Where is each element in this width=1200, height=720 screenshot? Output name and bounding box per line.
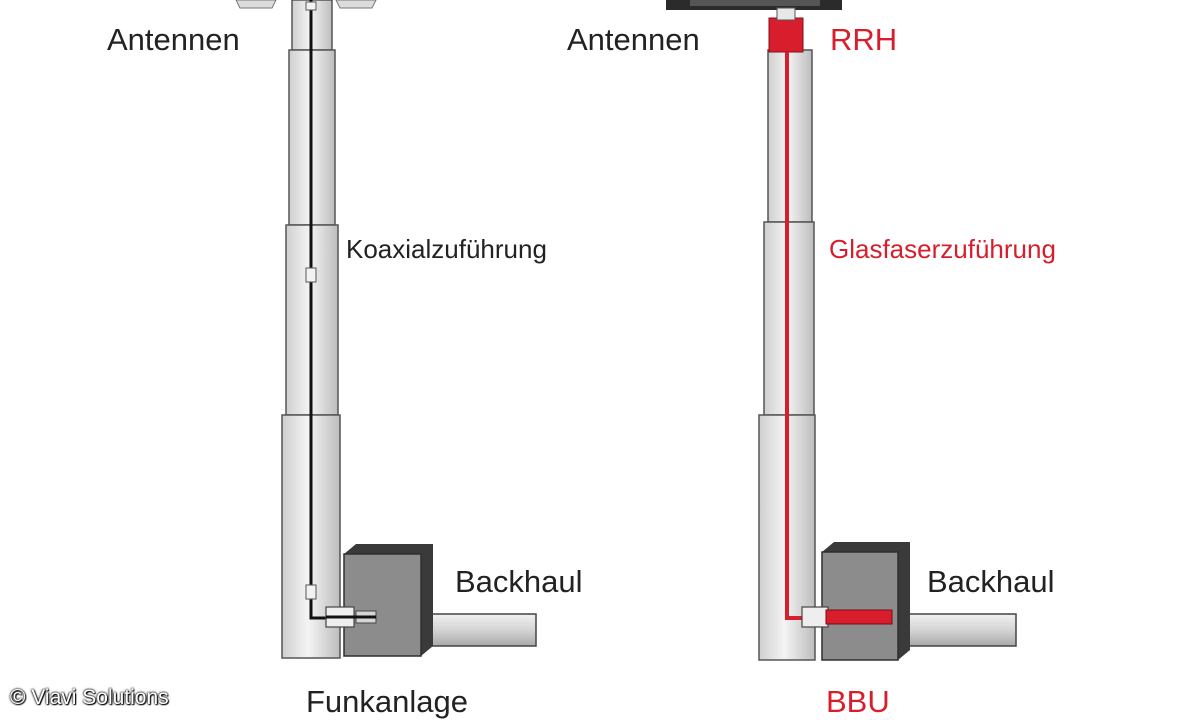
left-backhaul-pipe <box>419 613 537 647</box>
right-fiber-inside <box>825 609 893 625</box>
right-backhaul-pipe <box>897 613 1017 647</box>
right-bbu-box <box>821 542 910 661</box>
left-antenna-icon <box>235 0 377 9</box>
right-feed-label: Glasfaserzuführung <box>829 234 1056 264</box>
right-backhaul-label: Backhaul <box>927 564 1055 599</box>
right-tower <box>666 0 1017 661</box>
right-antennen-label: Antennen <box>567 22 700 57</box>
rrh-mount <box>776 7 796 21</box>
right-fiber-entry <box>801 606 829 628</box>
image-credit: © Viavi Solutions <box>10 686 169 709</box>
rrh-unit <box>768 17 804 53</box>
right-antenna-icon <box>666 0 842 10</box>
left-connector-mid <box>305 267 317 283</box>
left-antennen-label: Antennen <box>107 22 240 57</box>
left-tower <box>235 0 537 659</box>
left-radio-box <box>343 544 433 657</box>
bbu-label: BBU <box>826 684 890 719</box>
rrh-label: RRH <box>830 22 898 57</box>
left-connector-top <box>305 1 317 11</box>
left-backhaul-label: Backhaul <box>455 564 583 599</box>
left-connector-bottom <box>305 584 317 600</box>
left-feed-label: Koaxialzuführung <box>346 234 547 264</box>
right-pole-segment-1 <box>767 49 813 223</box>
left-funkanlage-label: Funkanlage <box>306 684 469 719</box>
